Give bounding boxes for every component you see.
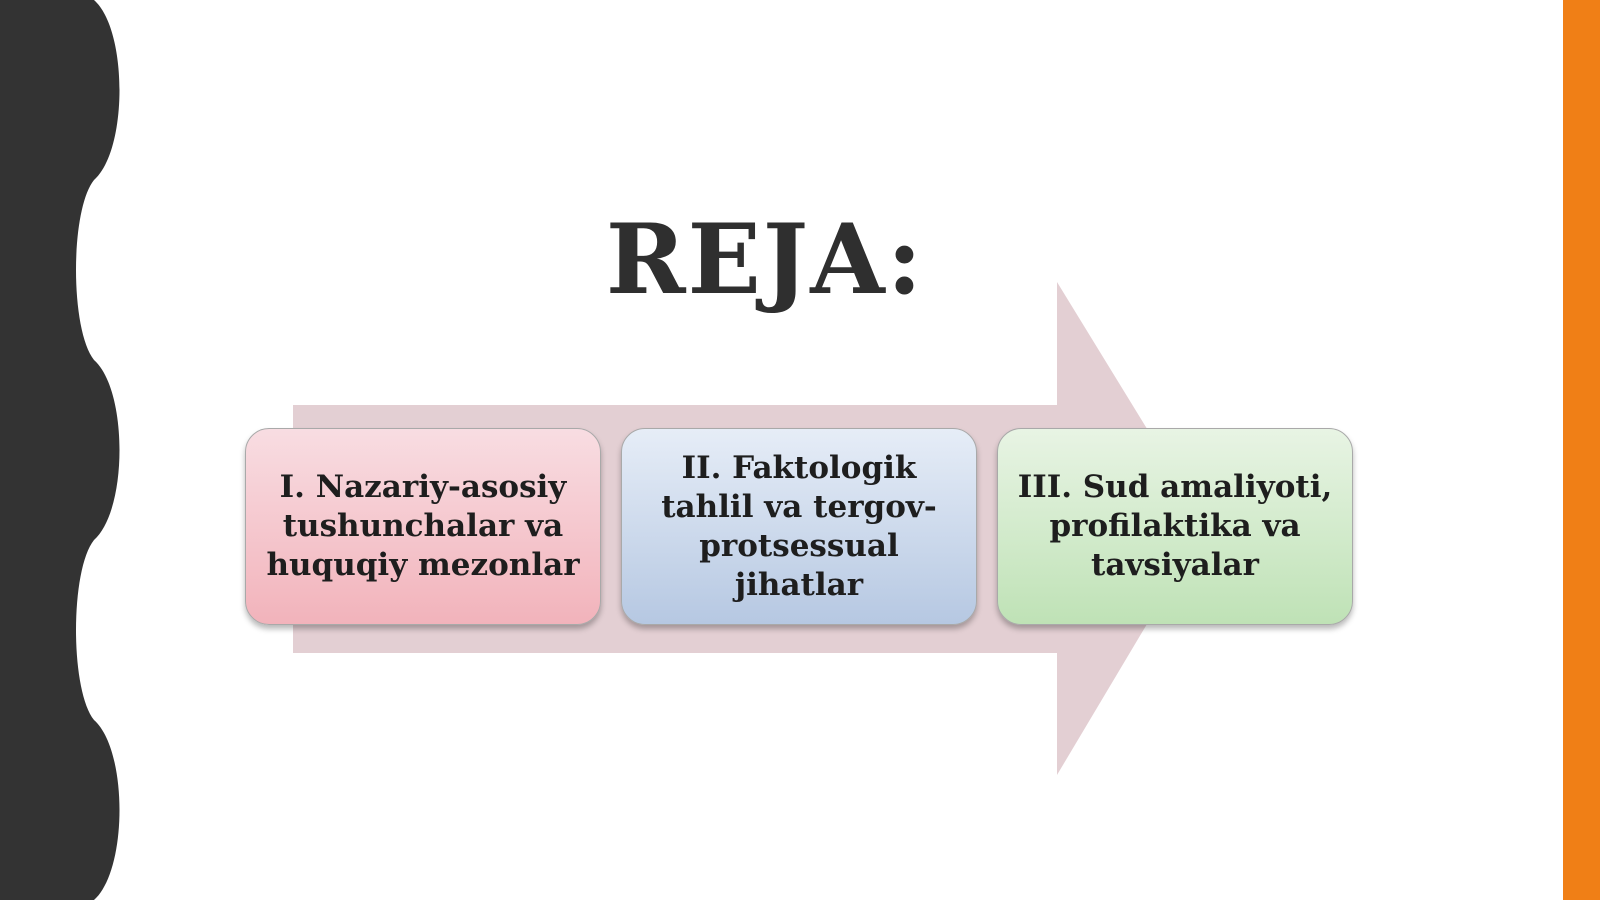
- left-wave-band: [0, 0, 120, 900]
- step-box-3: III. Sud amaliyoti, profilaktika va tavs…: [997, 428, 1353, 625]
- slide-title: REJA:: [605, 203, 925, 316]
- step-box-1: I. Nazariy-asosiy tushunchalar va huquqi…: [245, 428, 601, 625]
- step-label-3: III. Sud amaliyoti, profilaktika va tavs…: [1017, 469, 1333, 583]
- step-label-2: II. Faktologik tahlil va tergov-protsess…: [661, 449, 937, 603]
- accent-bar: [1563, 0, 1600, 900]
- step-label-1: I. Nazariy-asosiy tushunchalar va huquqi…: [266, 469, 580, 583]
- wave-shape: [0, 0, 120, 900]
- step-box-2: II. Faktologik tahlil va tergov-protsess…: [621, 428, 977, 625]
